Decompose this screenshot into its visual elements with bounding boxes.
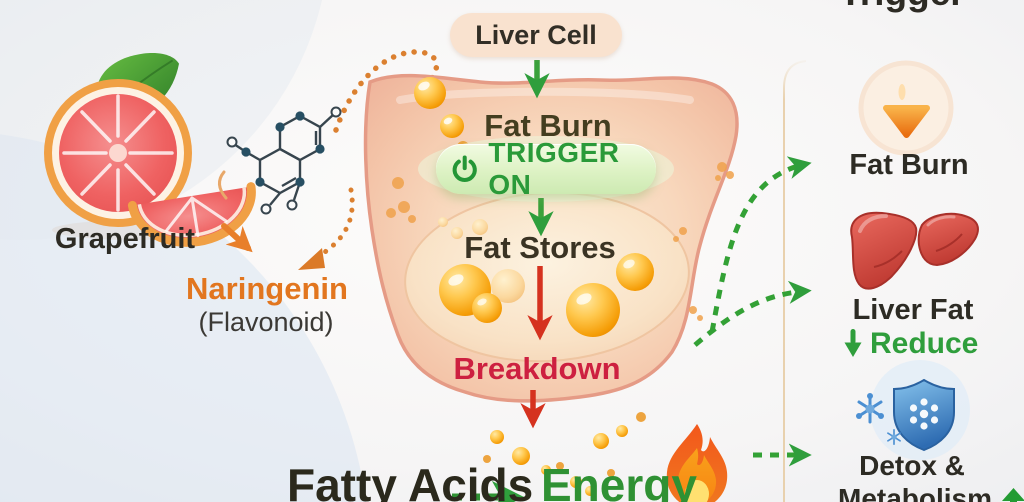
grapefruit-wedge [127,182,256,247]
liver-cell-header-pill: Liver Cell [450,13,622,57]
shield-icon [856,360,970,460]
fat-burn-circle-icon [858,60,954,156]
cell-speckles [386,162,734,321]
liver-cell-label: Liver Cell [475,19,597,50]
benefit-connectors [693,156,812,467]
benefit-detox-label: Detox & [859,450,965,481]
right-panel-divider [783,60,807,502]
naringenin-label: Naringenin [186,271,348,306]
green-up-arrow-icon [1002,488,1024,502]
fat-burn-cell-label: Fat Burn [484,108,612,143]
dotted-path-molecule-to-label [319,187,355,257]
connector-to-liverfat [693,280,812,347]
benefit-liver-fat-label: Liver Fat [852,294,974,326]
breakdown-label: Breakdown [453,351,621,386]
benefit-fat-burn-label: Fat Burn [849,149,969,181]
released-droplets [483,412,646,496]
background-tint [0,134,366,502]
liver-icon [850,211,979,290]
benefit-reduce-label: Reduce [870,327,979,360]
flavonoid-label: (Flavonoid) [198,307,334,337]
flame-icon [666,424,728,502]
reduce-row: Reduce [843,327,978,361]
dotted-path-arrowhead [298,248,325,270]
grapefruit-label: Grapefruit [54,223,196,255]
arrow-grapefruit-to-naringenin [221,223,253,253]
green-down-arrow-icon [844,329,862,357]
grapefruit-illustration [44,52,256,247]
right-panel-header: Trigger [839,0,964,11]
fat-stores-label: Fat Stores [464,230,616,265]
benefit-metabolism-label: Metabolism [838,483,993,502]
molecule-dot-icon [856,393,901,445]
power-icon [452,155,477,182]
fatty-acids-label: Fatty Acids [287,459,534,502]
metabolism-row: Metabolism [838,483,1024,502]
energy-label: Energy [541,459,697,502]
trigger-on-label: TRIGGER ON [488,137,620,200]
fat-droplets [438,217,654,337]
trigger-on-button: TRIGGER ON [436,137,656,200]
molecule-structure-icon [218,106,342,215]
